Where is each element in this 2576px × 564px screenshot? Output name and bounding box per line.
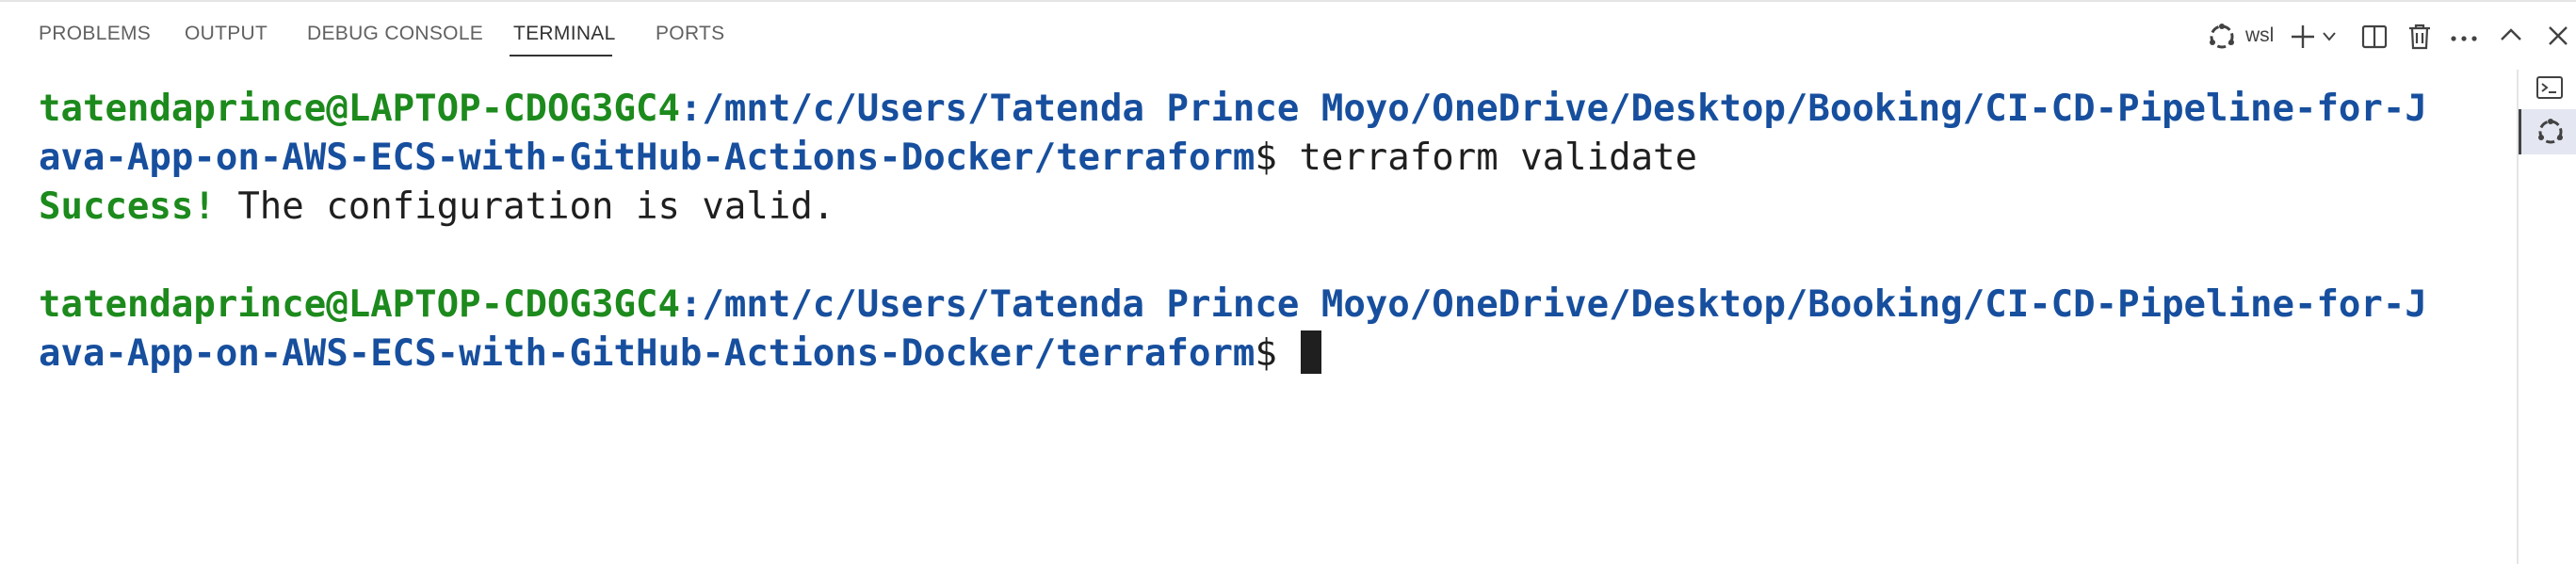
ellipsis-icon[interactable] <box>2450 35 2478 42</box>
linux-shell-icon[interactable] <box>2535 117 2566 147</box>
panel-tab-bar: PROBLEMS OUTPUT DEBUG CONSOLE TERMINAL P… <box>0 2 2576 70</box>
tab-problems[interactable]: PROBLEMS <box>39 23 152 44</box>
active-terminal-tab-indicator <box>2519 109 2521 154</box>
terminal-output[interactable]: tatendaprince@LAPTOP-CDOG3GC4:/mnt/c/Use… <box>0 70 2517 564</box>
plus-icon[interactable] <box>2289 23 2317 51</box>
panel-top-border <box>0 0 2576 2</box>
prompt-user: tatendaprince@LAPTOP-CDOG3GC4 <box>39 88 680 130</box>
terminal-icon[interactable] <box>2535 70 2564 99</box>
split-terminal-icon[interactable] <box>2361 24 2388 50</box>
terminal-line: Success! The configuration is valid. <box>39 183 834 232</box>
output-text: The configuration is valid. <box>215 185 835 228</box>
prompt-path: ava-App-on-AWS-ECS-with-GitHub-Actions-D… <box>39 332 1256 375</box>
terminal-line: tatendaprince@LAPTOP-CDOG3GC4:/mnt/c/Use… <box>39 281 2427 330</box>
active-terminal-tab-bg <box>2519 109 2576 154</box>
linux-shell-icon[interactable] <box>2207 22 2237 52</box>
prompt-user: tatendaprince@LAPTOP-CDOG3GC4 <box>39 283 680 326</box>
success-label: Success! <box>39 185 216 228</box>
close-icon[interactable] <box>2547 24 2569 47</box>
terminal-line: ava-App-on-AWS-ECS-with-GitHub-Actions-D… <box>39 134 1697 183</box>
prompt-path: :/mnt/c/Users/Tatenda Prince Moyo/OneDri… <box>679 88 2427 130</box>
terminal-cursor <box>1301 330 1322 374</box>
chevron-up-icon[interactable] <box>2499 26 2523 43</box>
chevron-down-icon[interactable] <box>2322 30 2337 43</box>
command-text: $ terraform validate <box>1255 137 1698 179</box>
tab-terminal[interactable]: TERMINAL <box>513 23 616 44</box>
tab-debug-console[interactable]: DEBUG CONSOLE <box>307 23 484 44</box>
prompt-path: ava-App-on-AWS-ECS-with-GitHub-Actions-D… <box>39 137 1256 179</box>
prompt-path: :/mnt/c/Users/Tatenda Prince Moyo/OneDri… <box>679 283 2427 326</box>
tab-ports[interactable]: PORTS <box>656 23 725 44</box>
active-tab-indicator <box>510 55 612 56</box>
terminal-line: tatendaprince@LAPTOP-CDOG3GC4:/mnt/c/Use… <box>39 85 2427 134</box>
prompt-symbol: $ <box>1255 332 1300 375</box>
trash-icon[interactable] <box>2406 23 2433 51</box>
terminal-line: ava-App-on-AWS-ECS-with-GitHub-Actions-D… <box>39 330 1322 379</box>
tab-output[interactable]: OUTPUT <box>185 23 268 44</box>
shell-label[interactable]: wsl <box>2245 24 2275 46</box>
terminal-tabs-panel <box>2517 70 2576 564</box>
